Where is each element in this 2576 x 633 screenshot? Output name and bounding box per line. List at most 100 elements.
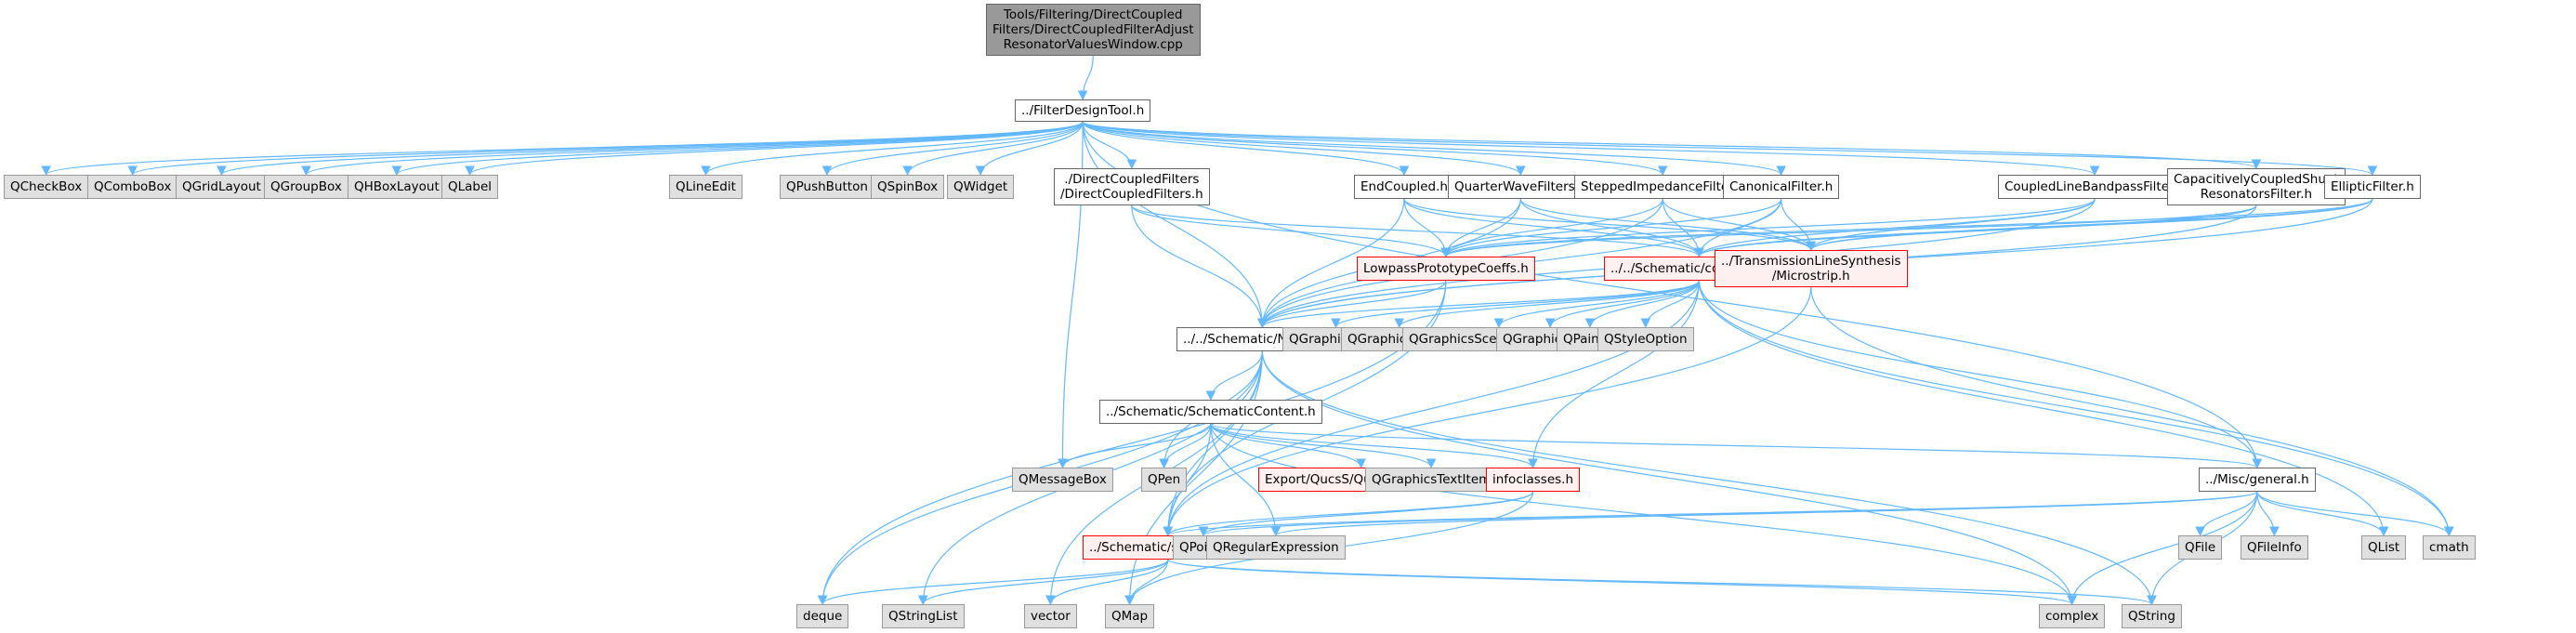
edge-fdt-to-sif bbox=[1082, 121, 1668, 177]
edge-fdt-to-qwf bbox=[1082, 121, 1526, 177]
edge-network-to-structures bbox=[1163, 350, 1263, 537]
node-filter-design-tool[interactable]: ../FilterDesignTool.h bbox=[1015, 99, 1151, 122]
node-vector[interactable]: vector bbox=[1024, 604, 1077, 628]
edge-general-to-qregexp bbox=[1270, 491, 2258, 537]
node-qlineedit[interactable]: QLineEdit bbox=[669, 175, 743, 199]
edge-endcoupled-to-network bbox=[1257, 198, 1405, 329]
node-qfile[interactable]: QFile bbox=[2178, 535, 2223, 560]
node-canonical-filter[interactable]: CanonicalFilter.h bbox=[1723, 175, 1840, 199]
edge-schemcontent-to-qucssexp bbox=[1210, 423, 1367, 469]
edge-fdt-to-clbf bbox=[1082, 121, 2100, 177]
edge-component-to-qgraphicsitem bbox=[1331, 280, 1700, 329]
edge-component-to-qstyleoption bbox=[1640, 280, 1700, 329]
node-qgroupbox[interactable]: QGroupBox bbox=[264, 175, 348, 199]
edge-structures-to-complex bbox=[1167, 559, 2077, 606]
edge-infoclasses-to-qpointf bbox=[1198, 491, 1534, 537]
node-infoclasses[interactable]: infoclasses.h bbox=[1486, 468, 1581, 492]
edge-schemcontent-to-structures bbox=[1163, 423, 1212, 537]
edge-general-to-qfile bbox=[2195, 491, 2258, 537]
node-qlist[interactable]: QList bbox=[2361, 535, 2407, 560]
edge-component-to-qgraphicsview bbox=[1544, 280, 1700, 329]
node-quarter-wave-filters[interactable]: QuarterWaveFilters.h bbox=[1448, 175, 1594, 199]
edge-schemcontent-to-complex bbox=[1210, 423, 2077, 606]
edge-general-to-complex bbox=[2067, 491, 2258, 606]
node-stepped-impedance-filter[interactable]: SteppedImpedanceFilter.h bbox=[1574, 175, 1752, 199]
edge-elliptic-to-microstrip bbox=[1806, 198, 2373, 252]
edge-general-to-qlist bbox=[2256, 491, 2389, 537]
node-qspinbox[interactable]: QSpinBox bbox=[871, 175, 945, 199]
edge-endcoupled-to-lpc bbox=[1403, 198, 1452, 258]
edge-component-to-cmath bbox=[1698, 280, 2454, 537]
node-qpen[interactable]: QPen bbox=[1141, 468, 1188, 492]
node-qlabel[interactable]: QLabel bbox=[441, 175, 499, 199]
node-qwidget[interactable]: QWidget bbox=[947, 175, 1015, 199]
node-qmessagebox[interactable]: QMessageBox bbox=[1012, 468, 1113, 492]
node-qstyleoption[interactable]: QStyleOption bbox=[1597, 327, 1694, 351]
edge-schemcontent-to-general bbox=[1210, 423, 2262, 469]
edge-elliptic-to-lpc bbox=[1440, 198, 2373, 258]
edge-dcf-to-component bbox=[1131, 204, 1704, 258]
edge-fdt-to-qcheckbox bbox=[41, 121, 1084, 177]
edge-clbf-to-microstrip bbox=[1806, 198, 2096, 252]
edge-schemcontent-to-infoclasses bbox=[1210, 423, 1538, 469]
node-qstringlist[interactable]: QStringList bbox=[882, 604, 965, 628]
node-coupled-line-bandpass-filter[interactable]: CoupledLineBandpassFilter.h bbox=[1998, 175, 2192, 199]
node-qgraphicstextitem[interactable]: QGraphicsTextItem bbox=[1365, 468, 1498, 492]
edge-fdt-to-ccsr bbox=[1082, 121, 2261, 170]
node-elliptic-filter[interactable]: EllipticFilter.h bbox=[2324, 175, 2421, 199]
edge-fdt-to-qwidget bbox=[975, 121, 1084, 177]
edge-general-to-cmath bbox=[2256, 491, 2454, 537]
edge-ccsr-to-lpc bbox=[1440, 204, 2257, 258]
node-qstring[interactable]: QString bbox=[2122, 604, 2182, 628]
edge-microstrip-to-structures bbox=[1163, 286, 1812, 537]
edge-structures-to-qstringlist bbox=[917, 559, 1169, 606]
node-microstrip[interactable]: ../TransmissionLineSynthesis /Microstrip… bbox=[1715, 250, 1908, 287]
edge-fdt-to-qlineedit bbox=[701, 121, 1084, 177]
node-misc-general[interactable]: ../Misc/general.h bbox=[2199, 468, 2316, 492]
edge-schemcontent-to-qmessagebox bbox=[1058, 423, 1212, 469]
edge-fdt-to-qcombobox bbox=[127, 121, 1084, 177]
node-direct-coupled-filters[interactable]: ./DirectCoupledFilters /DirectCoupledFil… bbox=[1054, 168, 1210, 205]
node-lowpass-prototype-coeffs[interactable]: LowpassPrototypeCoeffs.h bbox=[1357, 257, 1535, 281]
node-root-file[interactable]: Tools/Filtering/DirectCoupled Filters/Di… bbox=[986, 4, 1201, 56]
edge-dcf-to-lpc bbox=[1131, 204, 1452, 258]
node-qgridlayout[interactable]: QGridLayout bbox=[176, 175, 268, 199]
edge-sif-to-lpc bbox=[1440, 198, 1663, 258]
edge-component-to-qpainter bbox=[1584, 280, 1700, 329]
node-qcombobox[interactable]: QComboBox bbox=[87, 175, 178, 199]
edge-structures-to-qmap bbox=[1124, 559, 1169, 606]
edge-fdt-to-qpushbutton bbox=[821, 121, 1084, 177]
node-deque[interactable]: deque bbox=[796, 604, 849, 628]
edge-structures-to-qstring bbox=[1167, 559, 2157, 606]
node-qcheckbox[interactable]: QCheckBox bbox=[4, 175, 89, 199]
node-cmath[interactable]: cmath bbox=[2423, 535, 2476, 560]
node-schematic-content[interactable]: ../Schematic/SchematicContent.h bbox=[1099, 400, 1322, 424]
node-qpushbutton[interactable]: QPushButton bbox=[780, 175, 874, 199]
edge-fdt-to-endcoupled bbox=[1082, 121, 1410, 177]
edge-component-to-network bbox=[1257, 280, 1700, 329]
edge-component-to-qgsme bbox=[1493, 280, 1700, 329]
edge-structures-to-deque bbox=[817, 559, 1169, 606]
edge-fdt-to-qspinbox bbox=[902, 121, 1084, 177]
edge-lpc-to-network bbox=[1257, 280, 1447, 329]
node-qfileinfo[interactable]: QFileInfo bbox=[2241, 535, 2308, 560]
edge-component-to-qlist bbox=[1698, 280, 2389, 537]
node-qregularexpression[interactable]: QRegularExpression bbox=[1206, 535, 1346, 560]
edge-infoclasses-to-structures bbox=[1163, 491, 1534, 537]
edge-fdt-to-qlabel bbox=[465, 121, 1084, 177]
edge-fdt-to-elliptic bbox=[1082, 121, 2377, 177]
node-qmap[interactable]: QMap bbox=[1105, 604, 1155, 628]
node-qhboxlayout[interactable]: QHBoxLayout bbox=[348, 175, 446, 199]
node-capacitively-coupled-shunt[interactable]: CapacitivelyCoupledShunt ResonatorsFilte… bbox=[2167, 168, 2346, 205]
edge-network-to-schemcontent bbox=[1205, 350, 1263, 402]
edge-fdt-to-qhboxlayout bbox=[391, 121, 1084, 177]
edge-dcf-to-network bbox=[1131, 204, 1268, 329]
edge-schemcontent-to-qpen bbox=[1159, 423, 1212, 469]
node-end-coupled[interactable]: EndCoupled.h bbox=[1354, 175, 1454, 199]
edge-fdt-to-canon bbox=[1082, 121, 1786, 177]
edge-component-to-infoclasses bbox=[1528, 280, 1700, 469]
node-complex[interactable]: complex bbox=[2039, 604, 2106, 628]
edge-component-to-qgraphicsscene bbox=[1394, 280, 1700, 329]
edge-clbf-to-lpc bbox=[1440, 198, 2096, 258]
edge-component-to-general bbox=[1698, 280, 2263, 469]
